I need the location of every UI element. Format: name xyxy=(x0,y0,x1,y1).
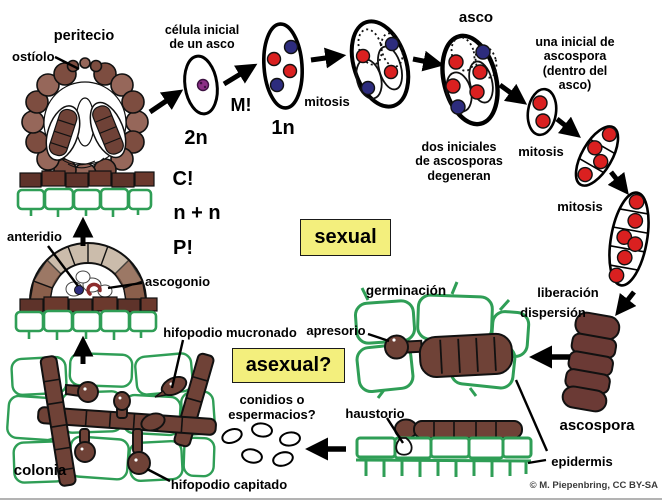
ascus-cell-1n xyxy=(262,22,304,110)
epidermis-strip-upper xyxy=(16,187,153,217)
label-mitosis-3: mitosis xyxy=(557,199,603,214)
label-ascogonio: ascogonio xyxy=(145,274,211,289)
label-karyogamy-mark: C! xyxy=(172,168,194,190)
mucronate-pointer xyxy=(170,339,185,389)
ascogonium-pointer xyxy=(107,281,143,290)
arrow-1n-to-mitosis xyxy=(310,47,347,69)
ascospore-6-nuclei xyxy=(608,191,650,287)
label-asco: asco xyxy=(458,9,494,26)
label-liberacion: liberación xyxy=(537,285,599,300)
haustorium-illustration xyxy=(355,418,533,477)
label-apresorio: apresorio xyxy=(306,323,366,338)
epidermis-strip-lower xyxy=(14,309,158,340)
ascus-mitosis-1 xyxy=(349,19,411,109)
label-plasmogamy-mark: P! xyxy=(173,237,193,259)
label-1n: 1n xyxy=(271,117,295,139)
label-dos-iniciales: dos iniciales de ascosporas degeneran xyxy=(415,140,503,183)
epidermis-pointer-long xyxy=(514,379,549,452)
sexual-phase-badge: sexual xyxy=(300,219,391,256)
initial-ascus-cell-2n xyxy=(183,54,219,116)
label-n-plus-n: n + n xyxy=(173,202,221,224)
released-ascospore xyxy=(561,311,621,413)
label-germinacion: germinación xyxy=(365,283,447,298)
label-celula-inicial: célula inicial de un asco xyxy=(164,23,240,52)
arrow-asco-to-initial xyxy=(498,82,528,105)
label-ostiolo: ostíolo xyxy=(12,49,55,64)
label-conidios: conidios o espermacios? xyxy=(228,392,316,422)
arrow-to-asco xyxy=(412,50,445,72)
capitate-hyphopodium xyxy=(77,381,99,403)
ascospore-4-nuclei xyxy=(574,125,620,187)
label-anteridio: anteridio xyxy=(7,229,62,244)
label-meiosis-mark: M! xyxy=(230,95,252,115)
label-mitosis-2: mitosis xyxy=(518,144,564,159)
image-bottom-border xyxy=(0,498,662,500)
haustorium-pointer xyxy=(385,417,405,444)
label-ascospora: ascospora xyxy=(559,417,635,434)
pointer-lines xyxy=(47,55,549,483)
ascogonium-coil xyxy=(86,282,102,296)
asexual-phase-badge: asexual? xyxy=(232,348,345,383)
arrow-mitosis-2 xyxy=(555,116,581,138)
antheridium-cell xyxy=(74,285,84,295)
arrow-liberation xyxy=(615,290,637,316)
ascospore-initial-cell xyxy=(526,87,558,137)
label-hifopodio-capitado: hifopodio capitado xyxy=(170,477,288,492)
label-dispersion: dispersión xyxy=(520,305,586,320)
antheridium-ascogonium-illustration xyxy=(19,242,158,313)
arrow-2n-to-1n xyxy=(222,63,258,87)
capitate-pointer xyxy=(146,467,171,483)
label-2n: 2n xyxy=(184,127,208,149)
haustorium-bubble xyxy=(395,437,413,456)
flow-arrows xyxy=(72,47,637,461)
arrow-mitosis-3 xyxy=(607,170,629,195)
perithecium-illustration xyxy=(19,57,155,188)
label-colonia: colonia xyxy=(13,462,67,479)
ostiole-pointer xyxy=(54,55,80,71)
label-mitosis-1: mitosis xyxy=(304,94,350,109)
arrow-perithecium-to-2n xyxy=(148,89,184,115)
conidia-cluster xyxy=(221,422,301,467)
epidermis-pointer-short xyxy=(527,458,547,465)
label-haustorio: haustorio xyxy=(345,406,405,421)
colony-illustration xyxy=(6,352,217,487)
appressorium-head xyxy=(384,334,410,360)
label-hifopodio-mucronado: hifopodio mucronado xyxy=(163,325,297,340)
label-una-inicial: una inicial de ascospora (dentro del asc… xyxy=(535,35,615,93)
antheridium-pointer xyxy=(47,245,79,287)
appressorium-pointer xyxy=(367,332,390,343)
label-peritecio: peritecio xyxy=(53,28,115,44)
ascus-mature xyxy=(440,33,500,127)
germination-illustration xyxy=(353,281,531,399)
capitate-hyphopodium xyxy=(127,451,151,475)
label-epidermis: epidermis xyxy=(551,454,613,469)
copyright-notice: © M. Piepenbring, CC BY-SA xyxy=(529,480,658,491)
